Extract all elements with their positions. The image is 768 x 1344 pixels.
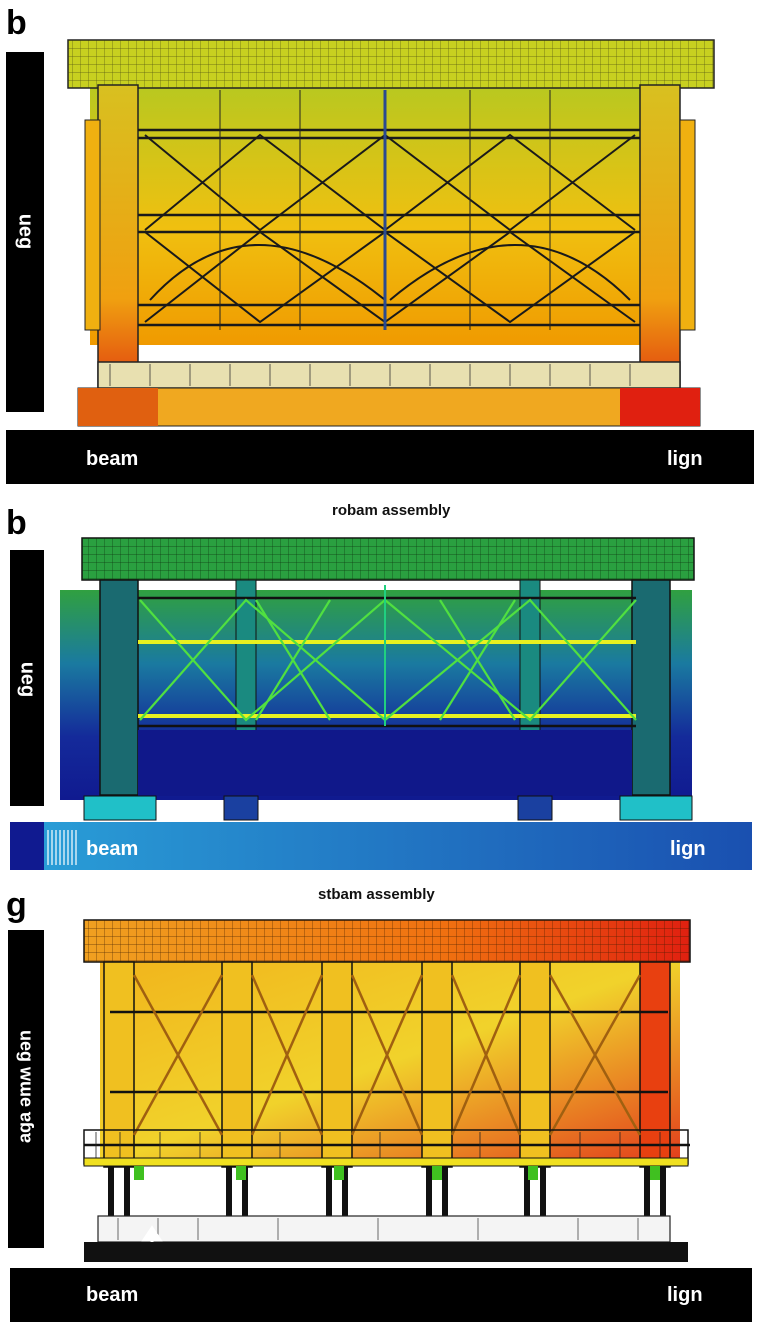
panel-b-letter: b [6, 504, 27, 542]
panel-c-structure [10, 919, 752, 1322]
panel-a-base-left-label: beam [86, 448, 139, 470]
panel-b-base-bar [10, 822, 752, 870]
panel-c-letter: g [6, 886, 27, 924]
panel-a-side-bar: ueg [6, 52, 44, 412]
panel-c-truss-body [83, 919, 691, 1262]
panel-c-title: stbam assembly [318, 886, 435, 903]
panel-a-base-right-label: lign [667, 448, 703, 470]
panel-c-base-right-label: lign [667, 1284, 703, 1306]
panel-b-base-left-label: beam [86, 838, 139, 860]
panel-a-letter: b [6, 4, 27, 42]
panel-c-base-bar [10, 1268, 752, 1322]
panel-b-side-bar: ueg [10, 550, 44, 806]
panel-c-side-bar: ueg wɯe ɐɓɐ [8, 930, 44, 1248]
panel-a-structure [6, 39, 754, 484]
panel-b-truss-body [60, 537, 695, 821]
panel-c-base-left-label: beam [86, 1284, 139, 1306]
panel-b-base-block [10, 822, 44, 870]
panel-b-structure [10, 537, 752, 870]
panel-b-title: robam assembly [332, 502, 451, 519]
panel-a-base-bar [6, 430, 754, 484]
panel-a-truss-body [67, 39, 715, 427]
panel-b-base-grate [47, 830, 77, 865]
panel-b-base-right-label: lign [670, 838, 706, 860]
